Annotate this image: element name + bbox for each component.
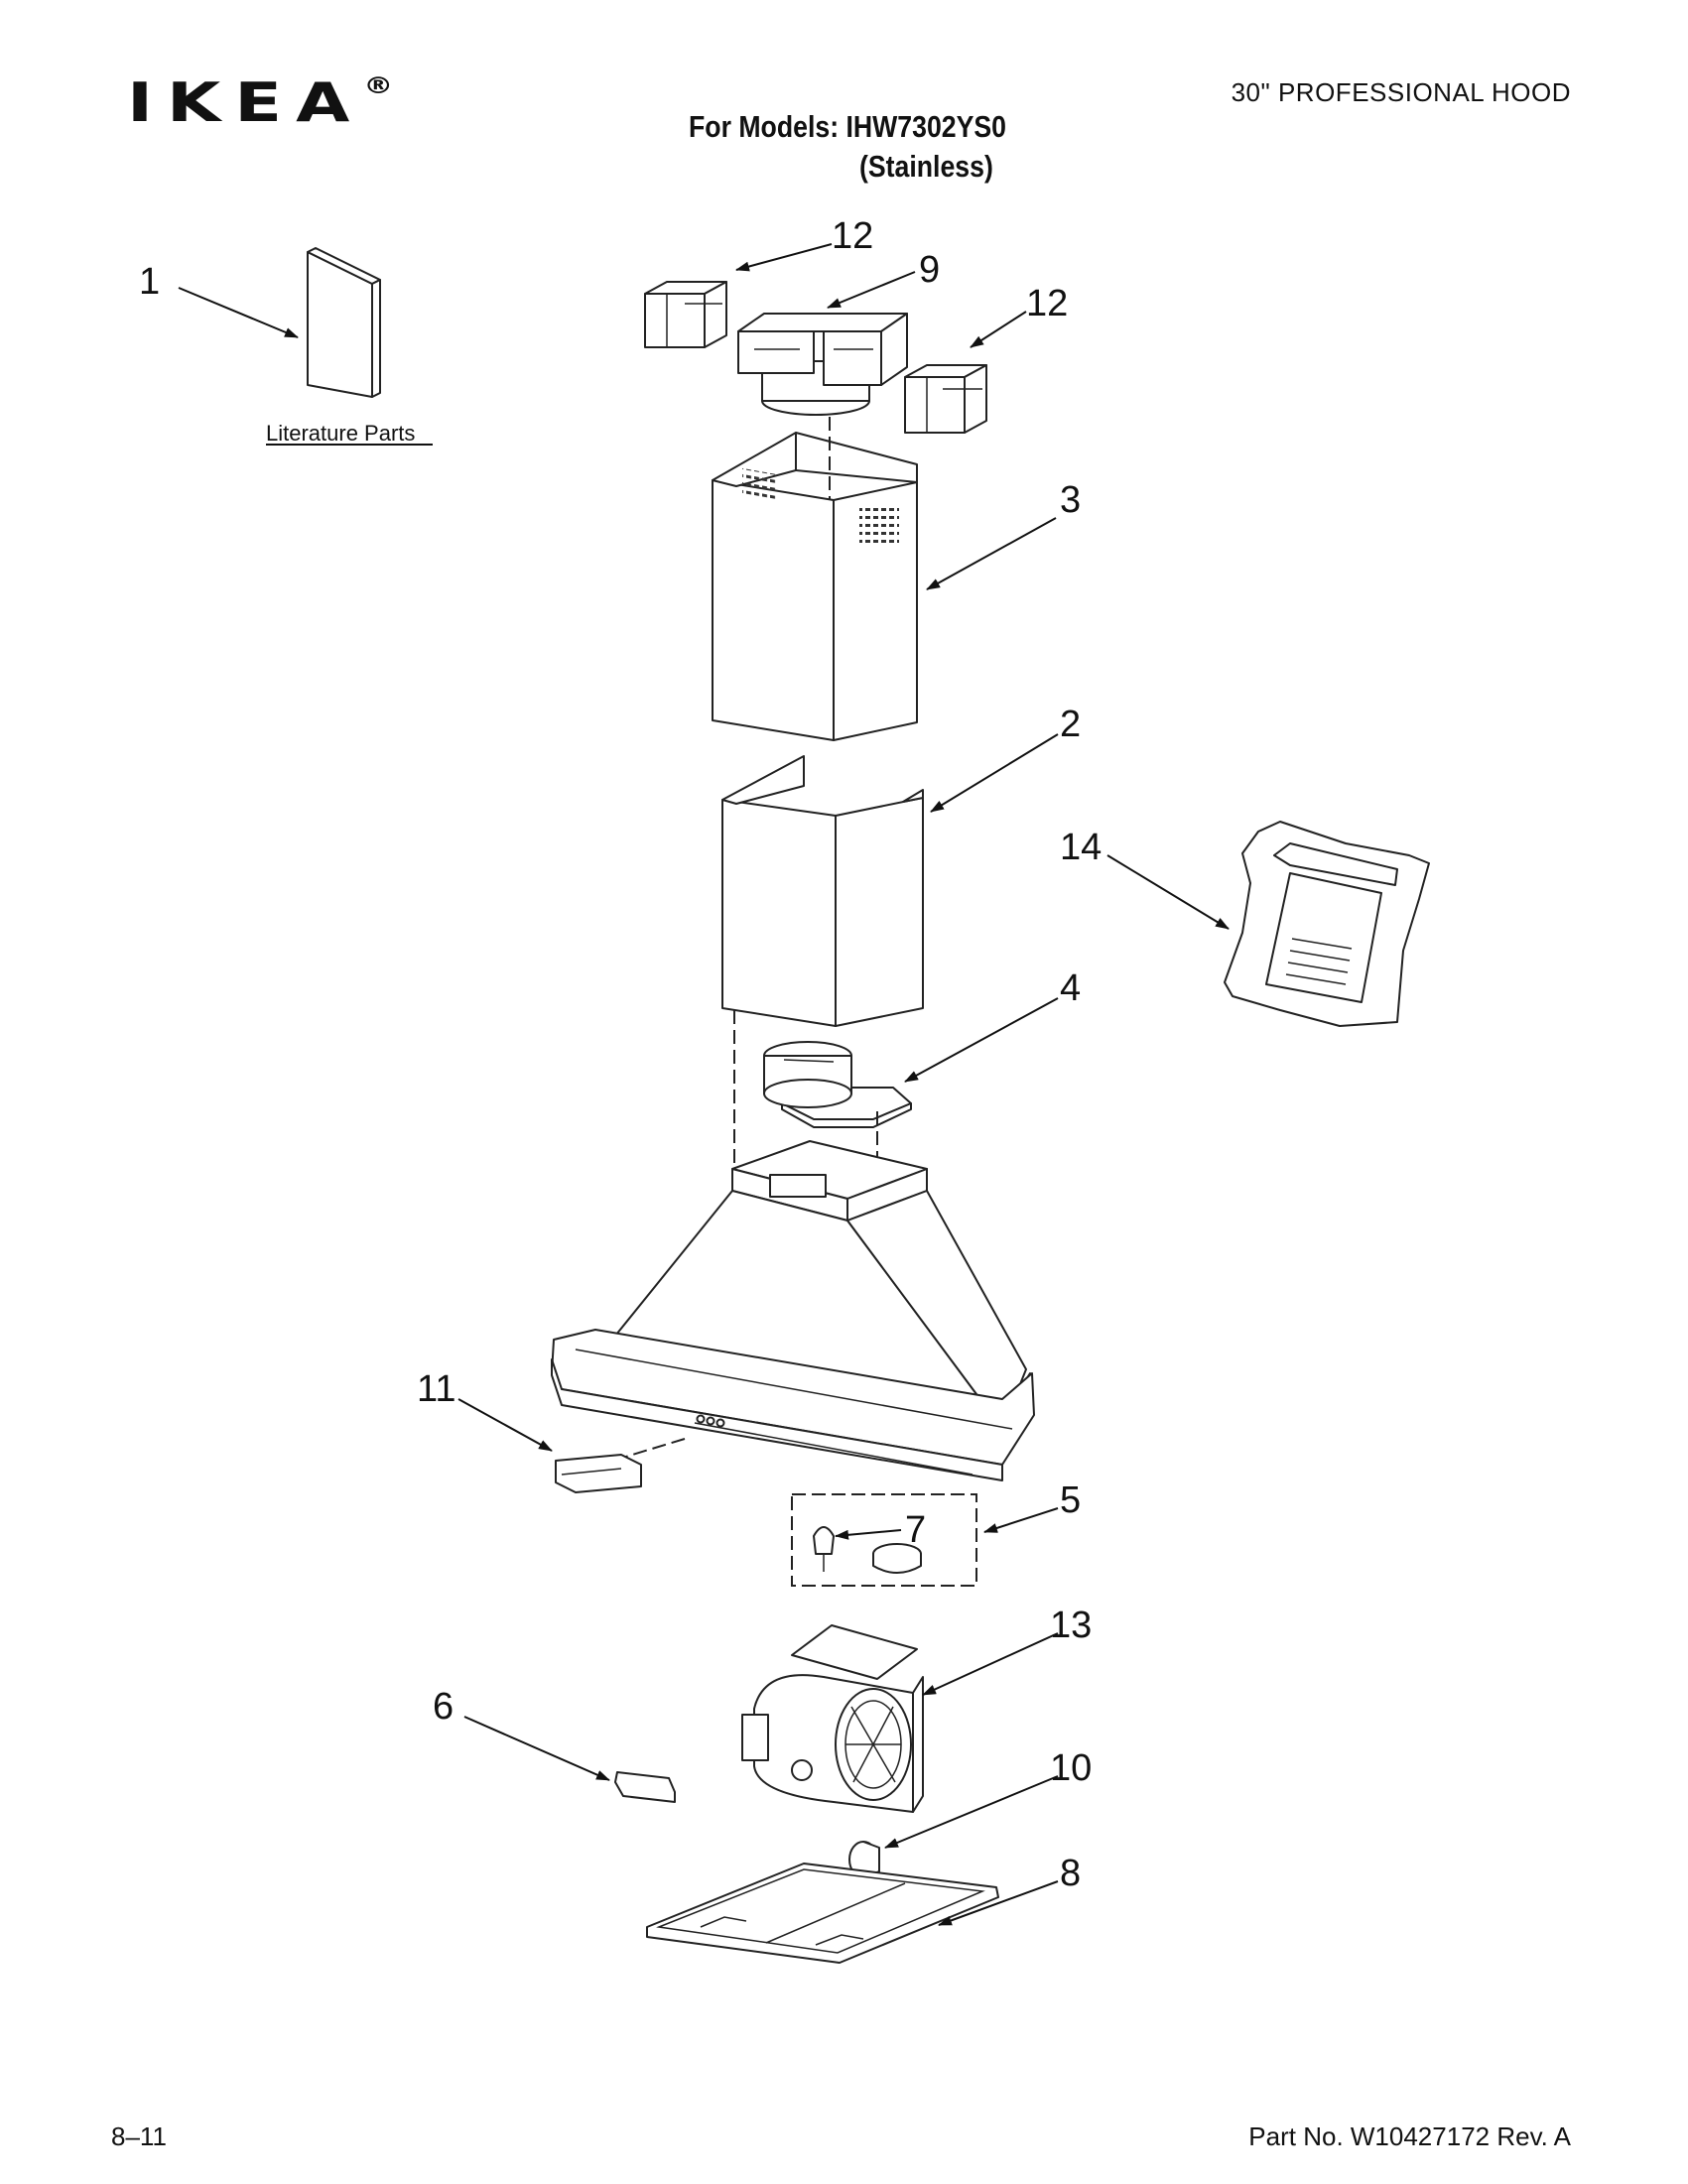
callout-10: 10 bbox=[1050, 1747, 1092, 1789]
footer-date-code: 8–11 bbox=[111, 2121, 167, 2151]
finish-line: (Stainless) bbox=[859, 149, 993, 184]
leader-4 bbox=[904, 997, 1059, 1083]
damper-transition bbox=[737, 313, 908, 416]
leader-5 bbox=[983, 1507, 1059, 1533]
leader-11 bbox=[457, 1398, 553, 1452]
mounting-bracket-kit bbox=[1224, 821, 1430, 1027]
lighting-kit-box bbox=[791, 1493, 977, 1587]
ballast bbox=[614, 1771, 676, 1803]
callout-3: 3 bbox=[1060, 479, 1081, 521]
callout-1: 1 bbox=[139, 261, 160, 303]
callout-2: 2 bbox=[1060, 704, 1081, 745]
leader-14 bbox=[1106, 854, 1230, 930]
light-socket bbox=[872, 1543, 922, 1574]
leader-12-right bbox=[970, 311, 1027, 348]
blower-motor-assembly bbox=[741, 1624, 924, 1813]
ikea-logo: IKEA® bbox=[127, 71, 394, 130]
leader-12-left bbox=[735, 243, 833, 272]
control-alignment-line bbox=[618, 1438, 686, 1460]
leader-1 bbox=[178, 287, 299, 338]
lower-chimney bbox=[721, 755, 924, 1027]
callout-8: 8 bbox=[1060, 1853, 1081, 1894]
callout-6: 6 bbox=[433, 1686, 454, 1728]
transition-connector bbox=[763, 1041, 912, 1128]
callout-7: 7 bbox=[905, 1509, 926, 1551]
callout-12-left: 12 bbox=[832, 215, 873, 257]
literature-parts-booklet bbox=[307, 247, 381, 398]
grease-filters bbox=[646, 1863, 999, 1964]
upper-chimney bbox=[712, 432, 918, 741]
control-panel bbox=[555, 1454, 642, 1493]
callout-9: 9 bbox=[919, 249, 940, 291]
leader-6 bbox=[463, 1716, 610, 1781]
registered-mark: ® bbox=[363, 71, 394, 99]
duct-connector-left bbox=[644, 281, 727, 348]
leader-8 bbox=[938, 1880, 1059, 1926]
leader-9 bbox=[827, 271, 916, 309]
footer-part-number: Part No. W10427172 Rev. A bbox=[1248, 2121, 1571, 2151]
charcoal-filter bbox=[848, 1841, 880, 1878]
callout-11: 11 bbox=[417, 1368, 455, 1410]
hood-canopy bbox=[551, 1140, 1035, 1481]
callout-5: 5 bbox=[1060, 1479, 1081, 1521]
callout-4: 4 bbox=[1060, 967, 1081, 1009]
callout-14: 14 bbox=[1060, 827, 1102, 868]
leader-13 bbox=[922, 1632, 1059, 1696]
halogen-bulb bbox=[813, 1526, 835, 1572]
duct-connector-right bbox=[904, 364, 987, 434]
leader-10 bbox=[884, 1775, 1059, 1849]
leader-3 bbox=[926, 517, 1057, 590]
leader-7 bbox=[835, 1529, 902, 1540]
leader-2 bbox=[930, 733, 1059, 813]
document-title: 30" PROFESSIONAL HOOD bbox=[1231, 77, 1571, 107]
brand-wordmark: IKEA bbox=[127, 70, 364, 135]
literature-parts-label: Literature Parts bbox=[266, 421, 415, 446]
callout-12-right: 12 bbox=[1026, 283, 1068, 324]
callout-13: 13 bbox=[1050, 1605, 1092, 1646]
models-line: For Models: IHW7302YS0 bbox=[689, 109, 1007, 144]
